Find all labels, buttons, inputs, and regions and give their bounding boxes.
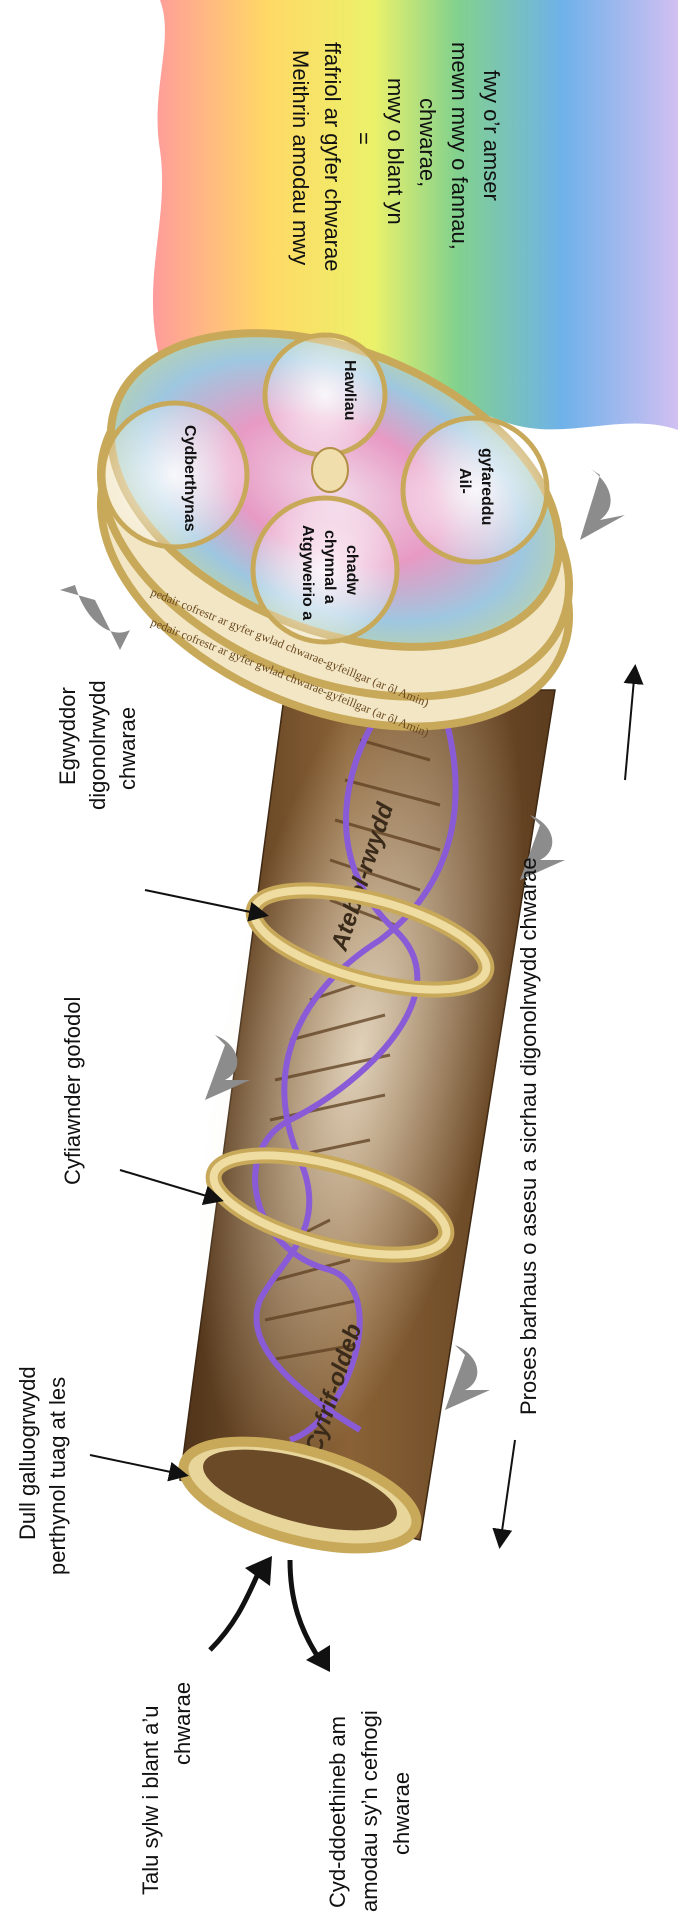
rainbow-text-line5: chwarae,	[415, 98, 440, 187]
label-principle-line1: Egwyddor	[55, 687, 80, 785]
disc-label-bottom-2: chynnal a	[321, 530, 338, 604]
rainbow-text-line6: mewn mwy o fannau,	[447, 42, 472, 250]
label-spatial-justice: Cyfiawnder gofodol	[60, 997, 85, 1185]
cycle-arrow-out-head	[306, 1645, 330, 1672]
label-continuous-process: Proses barhaus o asesu a sicrhau digonol…	[516, 857, 541, 1415]
cycle-arrow-in	[210, 1565, 262, 1650]
rainbow-text-line3: =	[351, 132, 376, 145]
label-capability-line2: perthynol tuag at les	[45, 1377, 70, 1575]
label-principle-line2: digonolrwydd	[85, 680, 110, 810]
disc-label-bottom-1: Atgyweirio a	[299, 525, 316, 620]
rotate-arrow-icon	[580, 465, 625, 540]
arrow-capability	[90, 1455, 185, 1475]
label-attention-line1: Talu sylw i blant a’u	[138, 1705, 163, 1895]
rainbow-text-line2: ffafriol ar gyfer chwarae	[320, 42, 345, 271]
disc-label-left: Cydberthynas	[181, 425, 198, 532]
disc-label-bottom-3: chadw	[343, 545, 360, 595]
rainbow-fade	[139, 0, 160, 130]
rotate-arrow-icon	[60, 585, 130, 650]
rainbow-text-line1: Meithrin amodau mwy	[288, 50, 313, 265]
label-attention-line2: chwarae	[170, 1682, 195, 1765]
cycle-arrow-out	[290, 1560, 320, 1660]
disc-circle-left	[103, 403, 247, 547]
rainbow-text-line7: fwy o’r amser	[479, 70, 504, 201]
disc-knob	[312, 448, 348, 492]
label-capability-line1: Dull galluogrwydd	[15, 1366, 40, 1540]
label-wisdom-line1: Cyd-ddoethineb am	[325, 1716, 350, 1908]
disc-label-top: Hawliau	[341, 360, 358, 420]
label-principle-line3: chwarae	[115, 707, 140, 790]
rainbow-text-line4: mwy o blant yn	[383, 78, 408, 225]
disc-circle-right	[403, 418, 547, 562]
rotate-arrow-icon	[445, 1345, 490, 1410]
label-wisdom-line2: amodau sy’n cefnogi	[357, 1710, 382, 1912]
disc-label-right-1: Ail-	[456, 468, 473, 494]
label-wisdom-line3: chwarae	[389, 1772, 414, 1855]
cycle-arrow-in-head	[245, 1556, 272, 1586]
disc-circle-top	[265, 335, 385, 455]
arrow-process-up	[625, 668, 635, 780]
disc-label-right-2: gyfareddu	[478, 448, 495, 525]
arrow-principle	[145, 890, 265, 915]
arrow-process-down	[500, 1440, 515, 1545]
